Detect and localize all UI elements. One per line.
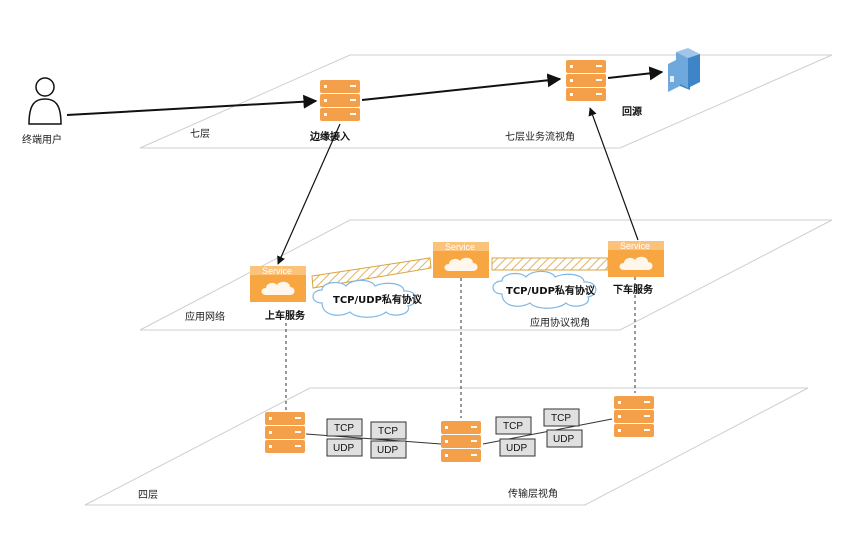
protocol-cloud-2-label: TCP/UDP私有协议 — [506, 284, 596, 297]
layer7-left-label: 七层 — [190, 128, 210, 140]
udp-box-2: UDP — [370, 440, 407, 459]
edge-to-relay-arrow — [361, 73, 562, 101]
transport-server-3-icon — [614, 396, 654, 437]
cloud-icon — [619, 256, 653, 270]
tcp-box-1: TCP — [326, 418, 363, 437]
offboard-service-card: Service — [608, 241, 664, 277]
edge-access-server-icon — [320, 80, 360, 121]
middle-service-card: Service — [433, 242, 489, 278]
cloud-icon — [444, 257, 478, 271]
layer4-plane — [84, 387, 809, 506]
end-user-label: 终端用户 — [22, 133, 62, 146]
service-tag: Service — [620, 241, 650, 251]
layer7-relay-server-icon — [566, 60, 606, 101]
origin-server-icon — [668, 48, 700, 92]
tcp-box-2: TCP — [370, 421, 407, 440]
svg-text:UDP: UDP — [333, 443, 354, 454]
tunnel-2 — [491, 257, 609, 271]
layer7-right-label: 七层业务流视角 — [505, 130, 575, 143]
svg-text:TCP: TCP — [334, 423, 354, 434]
service-tag: Service — [445, 242, 475, 252]
svg-text:TCP: TCP — [503, 421, 523, 432]
transport-server-2-icon — [441, 421, 481, 462]
offboard-service-label: 下车服务 — [613, 283, 654, 296]
layer7-plane — [139, 54, 833, 149]
udp-box-4: UDP — [546, 429, 583, 448]
onboard-service-label: 上车服务 — [265, 309, 306, 322]
service-tag: Service — [262, 266, 292, 276]
layer4-right-label: 传输层视角 — [508, 487, 558, 500]
tcp-box-3: TCP — [495, 416, 532, 435]
origin-label: 回源 — [622, 105, 642, 118]
cloud-icon — [261, 281, 295, 295]
protocol-cloud-1: TCP/UDP私有协议 — [312, 279, 423, 318]
tcp-box-4: TCP — [543, 408, 580, 427]
app-right-label: 应用协议视角 — [530, 316, 590, 329]
svg-text:UDP: UDP — [506, 443, 527, 454]
edge-access-label: 边缘接入 — [309, 130, 350, 143]
protocol-cloud-2: TCP/UDP私有协议 — [492, 270, 597, 309]
protocol-cloud-1-label: TCP/UDP私有协议 — [333, 293, 423, 306]
udp-box-3: UDP — [499, 438, 536, 457]
app-left-label: 应用网络 — [185, 310, 225, 323]
tunnel-1 — [311, 257, 432, 289]
edge-to-onboard-arrow — [277, 123, 341, 265]
svg-text:UDP: UDP — [553, 434, 574, 445]
udp-box-1: UDP — [326, 438, 363, 457]
svg-text:TCP: TCP — [378, 426, 398, 437]
transport-server-1-icon — [265, 412, 305, 453]
layer4-left-label: 四层 — [138, 489, 158, 501]
user-icon — [28, 77, 62, 125]
relay-to-origin-arrow — [607, 66, 664, 81]
onboard-service-card: Service — [250, 266, 306, 302]
user-to-edge-arrow — [66, 94, 318, 116]
svg-text:TCP: TCP — [551, 413, 571, 424]
offboard-to-relay-arrow — [588, 107, 639, 241]
svg-text:UDP: UDP — [377, 445, 398, 456]
